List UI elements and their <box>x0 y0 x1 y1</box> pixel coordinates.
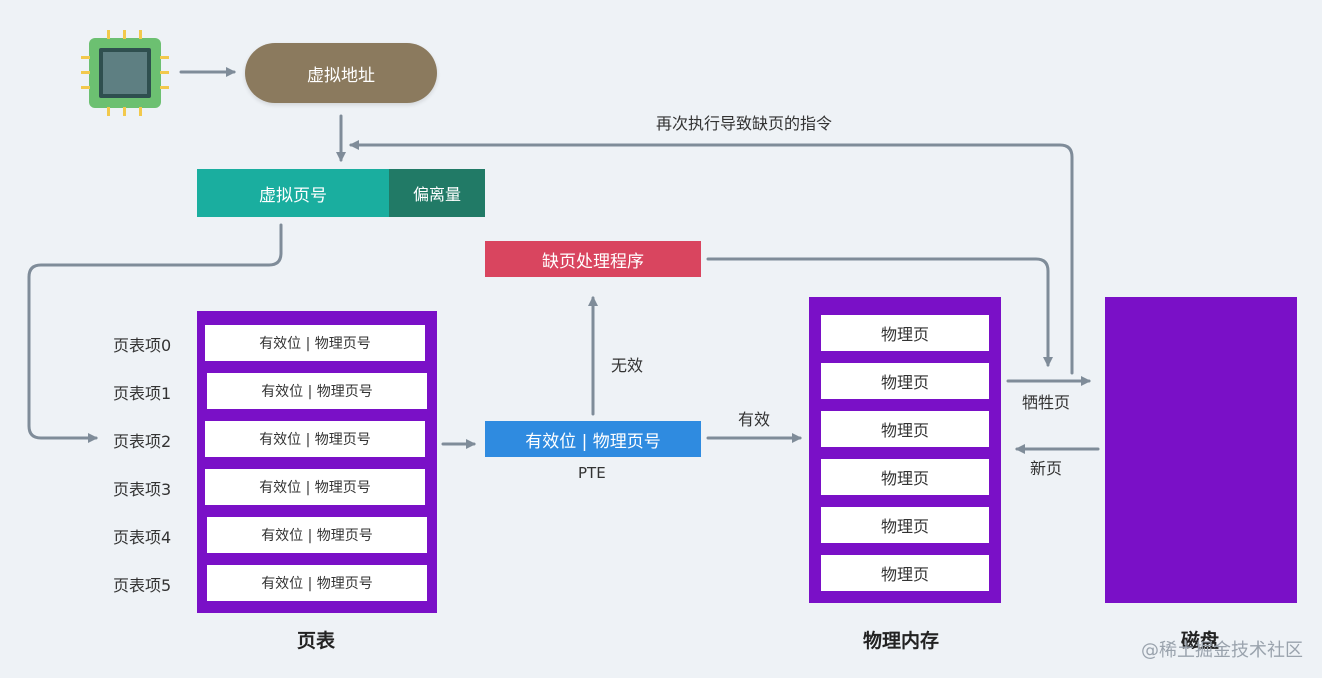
page-table-entry: 有效位 | 物理页号 <box>205 325 425 361</box>
page-table-entry-label: 页表项1 <box>113 384 172 403</box>
page-table-box <box>197 311 437 613</box>
pte-box: 有效位 | 物理页号 <box>485 421 701 457</box>
page-table-entry-label: 页表项3 <box>113 480 172 499</box>
page-table-entry-label: 页表项2 <box>113 432 172 451</box>
victim-page-label: 牺牲页 <box>1022 393 1071 412</box>
disk-box <box>1105 297 1297 603</box>
invalid-label: 无效 <box>611 356 644 375</box>
physical-page: 物理页 <box>821 363 989 399</box>
pte-caption: PTE <box>578 464 606 482</box>
arrow-reexecute-instruction <box>349 140 1074 375</box>
page-table-entry: 有效位 | 物理页号 <box>207 517 427 553</box>
offset-box: 偏离量 <box>389 169 485 217</box>
valid-label: 有效 <box>738 410 771 429</box>
watermark-text: @稀土掘金技术社区 <box>1141 640 1303 661</box>
virtual-page-number-box: 虚拟页号 <box>197 169 389 217</box>
physical-page: 物理页 <box>821 411 989 447</box>
physical-memory-title: 物理内存 <box>863 630 940 652</box>
virtual-address-node: 虚拟地址 <box>245 43 437 103</box>
page-fault-handler-box: 缺页处理程序 <box>485 241 701 277</box>
physical-page: 物理页 <box>821 507 989 543</box>
disk-title: 磁盘 <box>1181 630 1220 652</box>
page-table-title: 页表 <box>297 630 336 652</box>
physical-page: 物理页 <box>821 555 989 591</box>
page-table-entry: 有效位 | 物理页号 <box>207 565 427 601</box>
physical-page: 物理页 <box>821 459 989 495</box>
cpu-core <box>103 52 147 94</box>
page-table-entry-label: 页表项5 <box>113 576 172 595</box>
new-page-label: 新页 <box>1030 459 1063 478</box>
arrow-handler-to-victim-page <box>706 257 1053 367</box>
reexecute-instruction-label: 再次执行导致缺页的指令 <box>656 114 833 133</box>
page-table-entry: 有效位 | 物理页号 <box>205 469 425 505</box>
page-table-entry: 有效位 | 物理页号 <box>205 421 425 457</box>
page-table-entry-label: 页表项0 <box>113 336 172 355</box>
physical-page: 物理页 <box>821 315 989 351</box>
page-table-entry: 有效位 | 物理页号 <box>207 373 427 409</box>
arrow-vpn-to-page-table-entry-2 <box>27 223 283 443</box>
page-table-entry-label: 页表项4 <box>113 528 172 547</box>
